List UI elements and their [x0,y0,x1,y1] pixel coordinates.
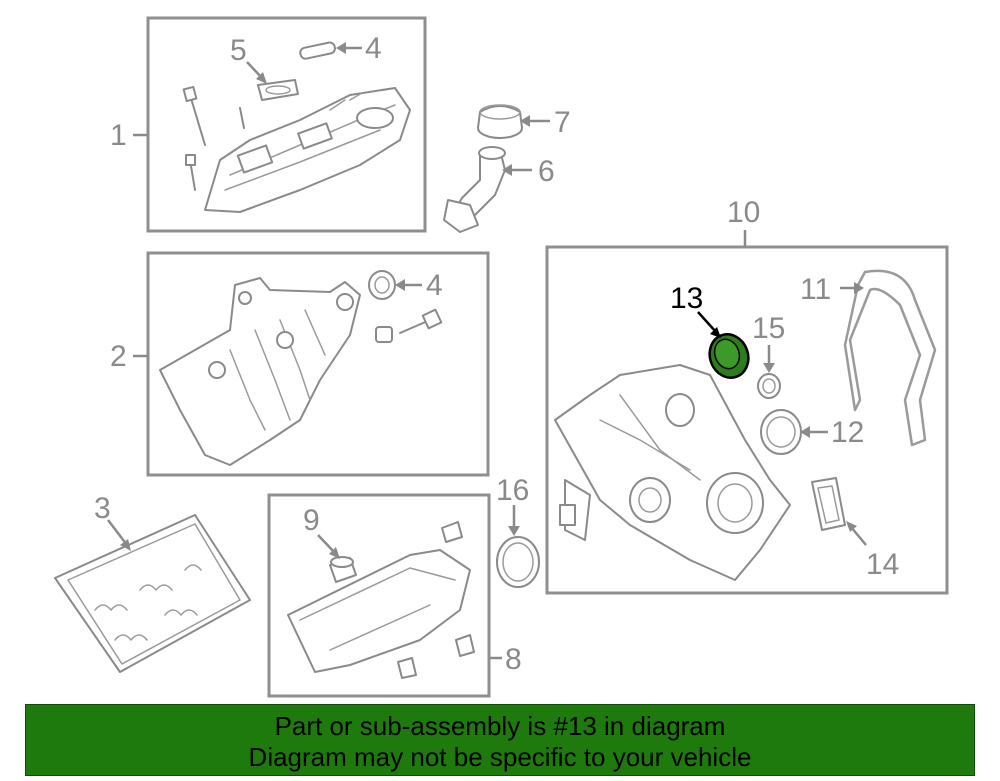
seal-part-4-top [299,41,336,60]
bolt-and-spacer [375,308,443,343]
highlighted-seal-part-13 [708,333,750,379]
oil-pan-gasket-part-3 [54,514,251,673]
front-seal-part-12 [760,409,802,455]
callout-5: 5 [230,34,247,67]
timing-cover-gasket-part-11 [843,269,937,447]
callout-10: 10 [727,196,760,229]
box-intake-manifold [146,251,490,477]
oil-baffle-part-8 [287,549,471,673]
box-valve-cover [146,16,427,233]
seal-part-4-right [368,270,396,300]
grommet-part-9 [329,556,357,583]
callout-16: 16 [496,474,529,507]
oil-filler-cap-part-7 [477,104,523,139]
box-timing-cover [545,245,949,595]
seal-part-16 [496,536,540,588]
gasket-part-5 [257,79,299,101]
callout-4-right: 4 [426,269,443,302]
callout-13-highlighted: 13 [670,282,703,315]
callout-1: 1 [110,119,127,152]
valve-cover-part [182,85,411,213]
callout-14: 14 [866,548,899,581]
callout-9: 9 [303,504,320,537]
box-oil-pan-baffle [267,493,491,698]
callout-4-top: 4 [365,32,382,65]
sensor-part [559,479,591,541]
callout-11: 11 [800,273,831,306]
callout-6: 6 [538,155,555,188]
banner-line-part-number: Part or sub-assembly is #13 in diagram [274,711,726,741]
seal-part-15 [757,373,781,399]
intake-manifold-part [159,277,361,466]
callout-2: 2 [110,340,127,373]
grommets-lower [397,521,475,679]
callout-12: 12 [831,416,864,449]
gasket-part-14 [811,477,846,531]
callout-3: 3 [94,492,111,525]
oil-filler-tube-part-6 [443,146,506,233]
callout-8: 8 [505,643,522,676]
notice-banner: Part or sub-assembly is #13 in diagram D… [25,704,975,776]
parts-diagram: 1 2 3 4 5 7 6 4 9 8 16 10 11 13 15 12 14 [54,16,949,698]
callout-7: 7 [554,106,571,139]
banner-line-disclaimer: Diagram may not be specific to your vehi… [248,742,752,772]
timing-cover-part-10 [554,364,791,581]
callout-15: 15 [752,312,785,345]
callout-leaders [107,42,867,660]
